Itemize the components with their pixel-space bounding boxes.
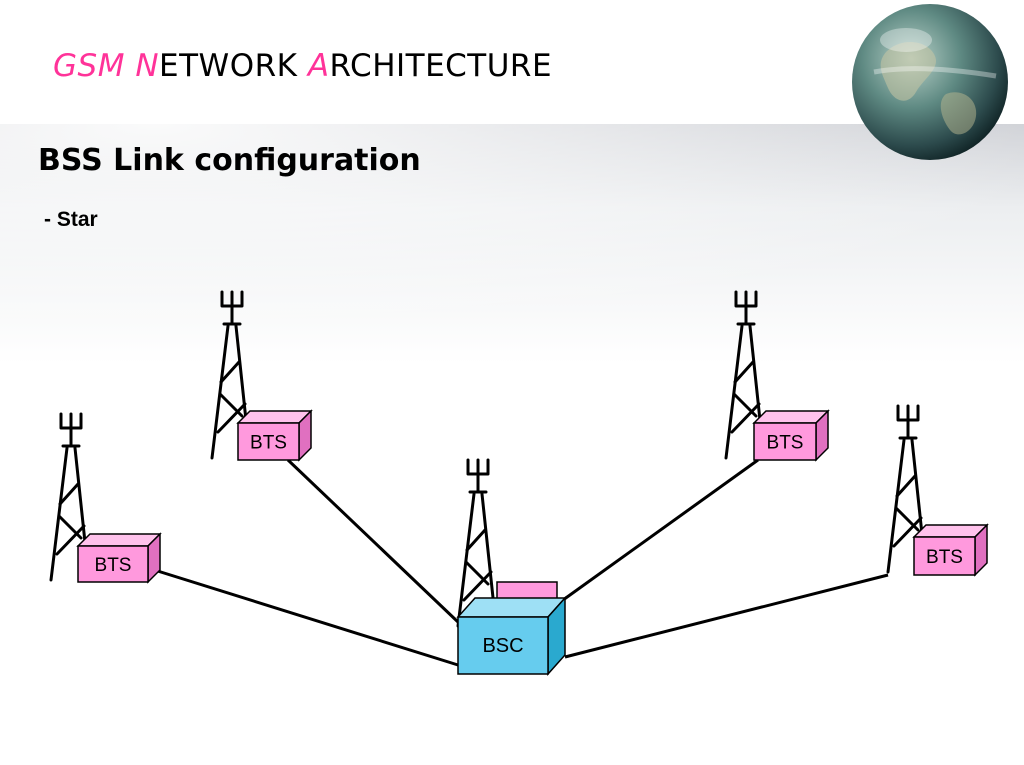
bts-bsc-link (564, 573, 889, 659)
bts-label: BTS (95, 555, 132, 576)
title-gsm: GSM (53, 48, 125, 84)
title-n-initial: N (135, 48, 160, 84)
slide-subtitle: BSS Link configuration (38, 143, 421, 178)
bts-label: BTS (767, 433, 804, 454)
bts-bsc-link (147, 566, 459, 667)
bullet-star: - Star (44, 208, 98, 231)
bts-bsc-link (286, 458, 460, 624)
title-rchitecture: RCHITECTURE (329, 48, 553, 84)
bts-box: BTS (912, 523, 989, 577)
globe-icon (852, 4, 1008, 160)
bts-bsc-link (562, 458, 759, 602)
title-etwork: ETWORK (159, 48, 298, 84)
bts-box: BTS (752, 409, 830, 462)
slide-title: GSM NETWORK ARCHITECTURE (53, 48, 552, 84)
bsc-label: BSC (482, 635, 523, 657)
title-a-initial: A (307, 48, 330, 84)
bts-box: BTS (236, 409, 313, 462)
bts-label: BTS (250, 433, 287, 454)
bts-label: BTS (926, 547, 963, 568)
bts-group: BTS BTS BTS BTS (76, 409, 989, 584)
bts-box: BTS (76, 532, 162, 584)
bsc-box: BSC (456, 596, 567, 676)
links-group (147, 458, 889, 667)
